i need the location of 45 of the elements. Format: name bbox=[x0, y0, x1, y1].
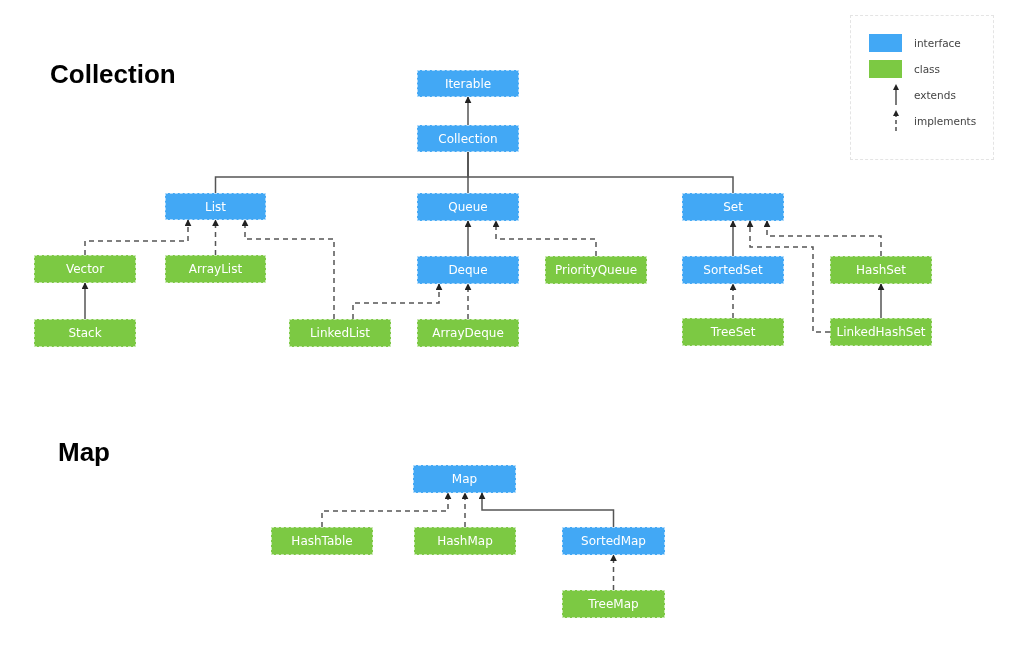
legend-label: class bbox=[914, 63, 941, 75]
interface-box: Iterable bbox=[417, 70, 519, 97]
connector-arrow bbox=[492, 220, 597, 257]
class-box: ArrayList bbox=[165, 255, 266, 283]
connector-arrow bbox=[464, 220, 472, 257]
legend-label: implements bbox=[914, 115, 977, 127]
class-box: Stack bbox=[34, 319, 136, 347]
interface-box: List bbox=[165, 193, 266, 220]
class-box: PriorityQueue bbox=[545, 256, 647, 284]
class-box: TreeMap bbox=[562, 590, 665, 618]
connector-arrow bbox=[729, 220, 737, 257]
class-box: TreeSet bbox=[682, 318, 784, 346]
section-heading: Map bbox=[58, 437, 110, 468]
interface-box: SortedMap bbox=[562, 527, 665, 555]
connector-arrow bbox=[241, 219, 335, 320]
section-heading: Collection bbox=[50, 59, 176, 90]
interface-box: Collection bbox=[417, 125, 519, 152]
interface-box: Queue bbox=[417, 193, 519, 221]
connector-arrow bbox=[212, 219, 219, 256]
class-box: Vector bbox=[34, 255, 136, 283]
class-box: HashMap bbox=[414, 527, 516, 555]
connector-arrow bbox=[84, 219, 192, 256]
class-box: LinkedList bbox=[289, 319, 391, 347]
connector-arrow bbox=[746, 220, 831, 333]
legend-label: extends bbox=[914, 89, 956, 101]
class-box: HashTable bbox=[271, 527, 373, 555]
interface-box: Deque bbox=[417, 256, 519, 284]
connector-arrow bbox=[729, 283, 737, 319]
class-box: HashSet bbox=[830, 256, 932, 284]
class-box: LinkedHashSet bbox=[830, 318, 932, 346]
connector-arrow bbox=[321, 492, 452, 528]
class-box: ArrayDeque bbox=[417, 319, 519, 347]
interface-box: Set bbox=[682, 193, 784, 221]
connector-arrow bbox=[464, 283, 472, 320]
connector-arrow bbox=[478, 492, 615, 528]
legend-label: interface bbox=[914, 37, 961, 49]
connector-arrow bbox=[464, 96, 472, 126]
connector-arrow bbox=[461, 492, 469, 528]
connector-arrow bbox=[763, 220, 882, 257]
connector-arrow bbox=[81, 282, 89, 320]
connector-arrow bbox=[610, 554, 617, 591]
interface-box: SortedSet bbox=[682, 256, 784, 284]
interface-box: Map bbox=[413, 465, 516, 493]
connector-arrow bbox=[352, 283, 443, 320]
connector-arrow bbox=[877, 283, 885, 319]
